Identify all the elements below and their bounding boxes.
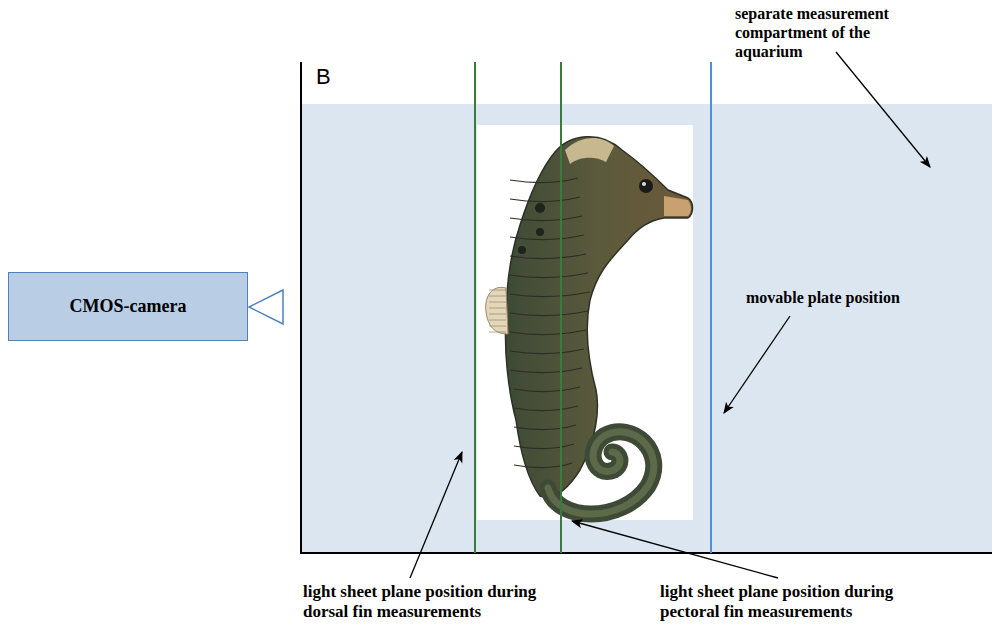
leader-line — [724, 316, 790, 413]
leader-line — [410, 452, 462, 578]
light-sheet-line — [474, 62, 476, 553]
light-sheet-line — [560, 62, 562, 553]
movable-plate-line — [710, 62, 712, 553]
seahorse — [486, 137, 693, 514]
box-text: CMOS-camera — [70, 296, 187, 317]
camera-box: CMOS-camera — [8, 272, 248, 341]
water — [301, 104, 992, 553]
leader-line — [836, 52, 930, 167]
axis-line — [300, 62, 302, 554]
line-label: light sheet plane position during pector… — [660, 582, 902, 623]
axis-line — [300, 552, 992, 554]
line-label: light sheet plane position during dorsal… — [303, 582, 545, 623]
camera-lens — [249, 290, 283, 324]
leader-line — [572, 521, 778, 578]
region-label: separate measurement compartment of the … — [735, 4, 897, 62]
panel-letter: B — [316, 64, 331, 90]
line-label: movable plate position — [746, 288, 900, 307]
white-plate — [477, 125, 693, 520]
